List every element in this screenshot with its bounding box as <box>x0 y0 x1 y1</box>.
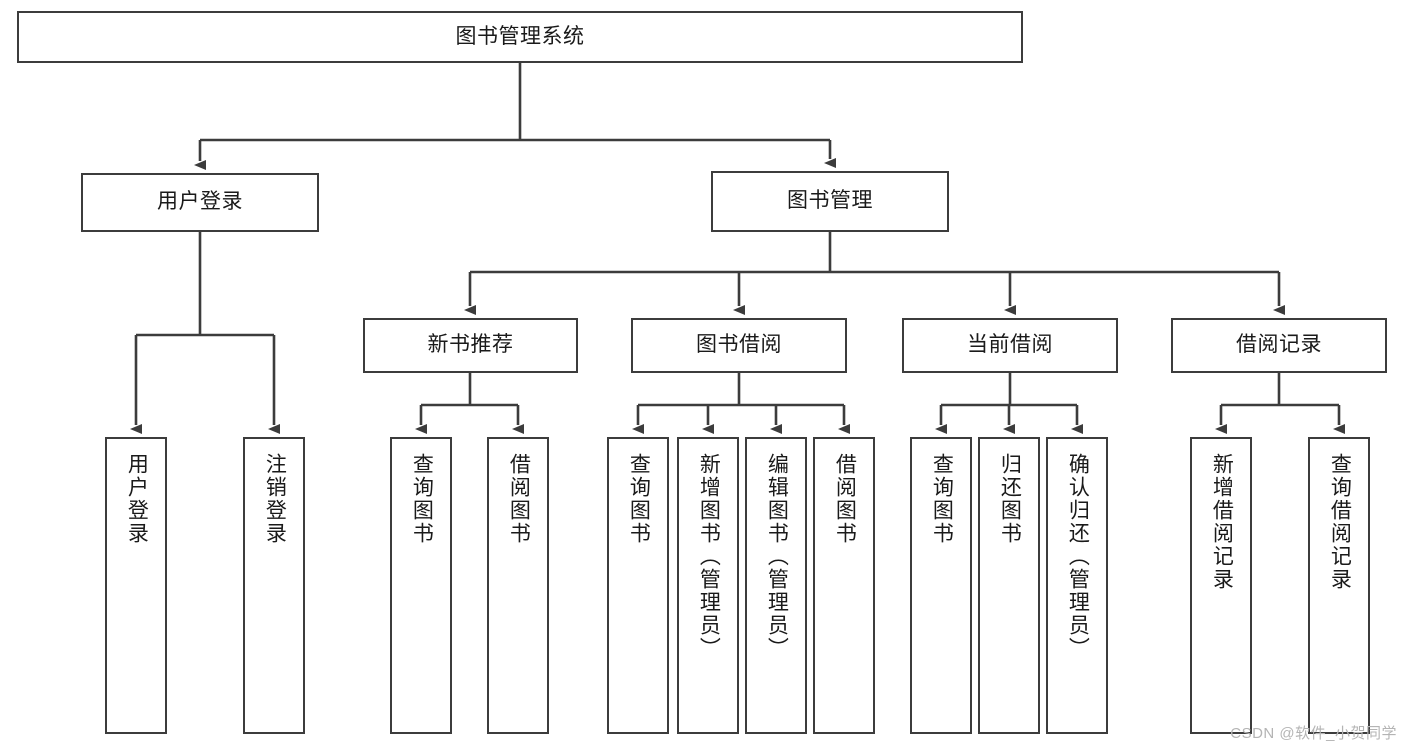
leaf-add-book-admin-label: 新增图书（管理员） <box>697 453 721 660</box>
leaf-logout-label: 注销登录 <box>263 453 287 545</box>
node-book-management-label: 图书管理 <box>787 189 873 213</box>
leaf-return-book[interactable]: 归还图书 <box>978 437 1040 734</box>
leaf-return-book-label: 归还图书 <box>998 453 1022 545</box>
node-current-borrow[interactable]: 当前借阅 <box>902 318 1118 373</box>
leaf-query-book-current-label: 查询图书 <box>930 453 954 545</box>
leaf-query-borrow-record-label: 查询借阅记录 <box>1328 453 1352 591</box>
node-book-borrow-label: 图书借阅 <box>696 333 782 357</box>
node-new-book-recommend-label: 新书推荐 <box>427 333 514 357</box>
leaf-lend-book[interactable]: 借阅图书 <box>813 437 875 734</box>
leaf-logout[interactable]: 注销登录 <box>243 437 305 734</box>
node-root-label: 图书管理系统 <box>455 24 585 48</box>
leaf-lend-book-label: 借阅图书 <box>833 453 857 545</box>
node-current-borrow-label: 当前借阅 <box>967 333 1053 357</box>
leaf-query-borrow-record[interactable]: 查询借阅记录 <box>1308 437 1370 734</box>
leaf-confirm-return-admin-label: 确认归还（管理员） <box>1066 453 1090 660</box>
leaf-query-book-new-label: 查询图书 <box>410 453 434 545</box>
leaf-edit-book-admin-label: 编辑图书（管理员） <box>765 453 789 660</box>
node-new-book-recommend[interactable]: 新书推荐 <box>363 318 578 373</box>
leaf-query-book-current[interactable]: 查询图书 <box>910 437 972 734</box>
leaf-borrow-book-new[interactable]: 借阅图书 <box>487 437 549 734</box>
node-book-management[interactable]: 图书管理 <box>711 171 949 232</box>
node-borrow-records-label: 借阅记录 <box>1236 333 1322 357</box>
leaf-user-login[interactable]: 用户登录 <box>105 437 167 734</box>
leaf-query-book-borrow[interactable]: 查询图书 <box>607 437 669 734</box>
leaf-add-borrow-record[interactable]: 新增借阅记录 <box>1190 437 1252 734</box>
leaf-add-book-admin[interactable]: 新增图书（管理员） <box>677 437 739 734</box>
watermark: CSDN @软件_小贺同学 <box>1230 725 1397 742</box>
node-borrow-records[interactable]: 借阅记录 <box>1171 318 1387 373</box>
node-user-login[interactable]: 用户登录 <box>81 173 319 232</box>
leaf-user-login-label: 用户登录 <box>125 453 149 545</box>
leaf-query-book-borrow-label: 查询图书 <box>627 453 651 545</box>
leaf-edit-book-admin[interactable]: 编辑图书（管理员） <box>745 437 807 734</box>
node-user-login-label: 用户登录 <box>157 190 243 214</box>
leaf-borrow-book-new-label: 借阅图书 <box>507 453 531 545</box>
leaf-query-book-new[interactable]: 查询图书 <box>390 437 452 734</box>
leaf-add-borrow-record-label: 新增借阅记录 <box>1210 453 1234 591</box>
node-book-borrow[interactable]: 图书借阅 <box>631 318 847 373</box>
leaf-confirm-return-admin[interactable]: 确认归还（管理员） <box>1046 437 1108 734</box>
node-root[interactable]: 图书管理系统 <box>17 11 1023 63</box>
